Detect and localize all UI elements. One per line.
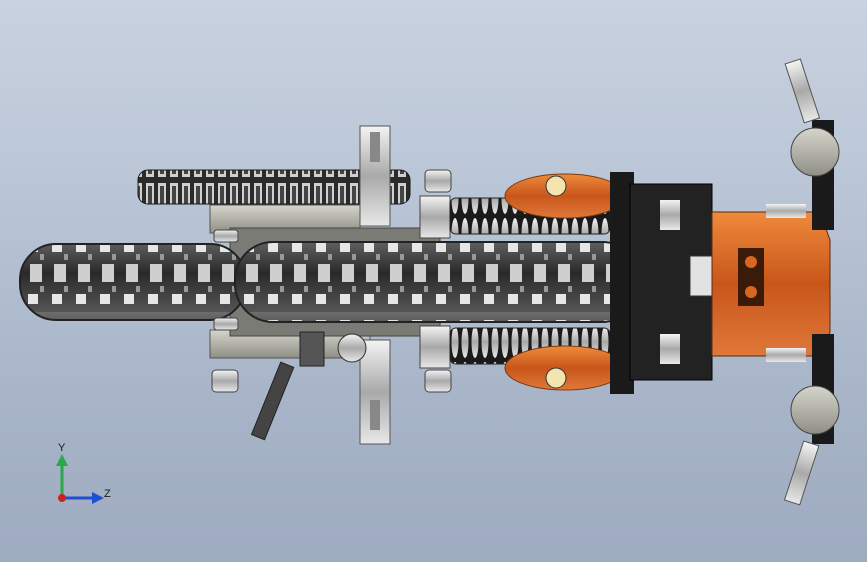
handlebars	[783, 58, 840, 506]
front-tire	[234, 241, 641, 323]
steering-frame	[610, 172, 715, 394]
drive-chain	[137, 169, 411, 205]
fuel-tank	[504, 173, 626, 391]
z-axis-label: Z	[104, 488, 111, 500]
rear-tire	[19, 243, 247, 321]
y-axis-label: Y	[58, 442, 66, 454]
kickstand	[250, 331, 367, 441]
coordinate-triad: Y Z	[48, 440, 118, 510]
rear-axle	[359, 125, 391, 445]
front-fairing	[711, 204, 831, 362]
axis-triad-icon	[56, 454, 104, 504]
hub-bolts	[211, 169, 452, 393]
